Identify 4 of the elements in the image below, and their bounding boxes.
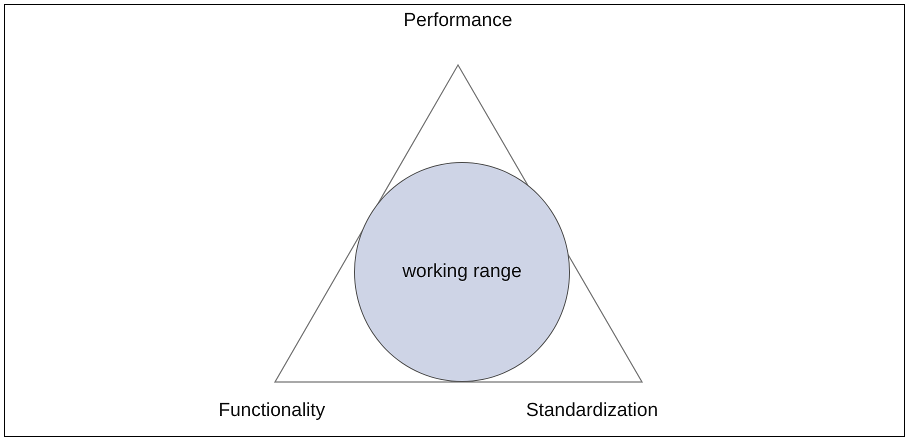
vertex-label: Standardization — [526, 400, 658, 422]
node-label: working range — [402, 261, 522, 283]
vertex-label: Functionality — [218, 400, 326, 422]
vertex-label: Performance — [404, 10, 512, 32]
